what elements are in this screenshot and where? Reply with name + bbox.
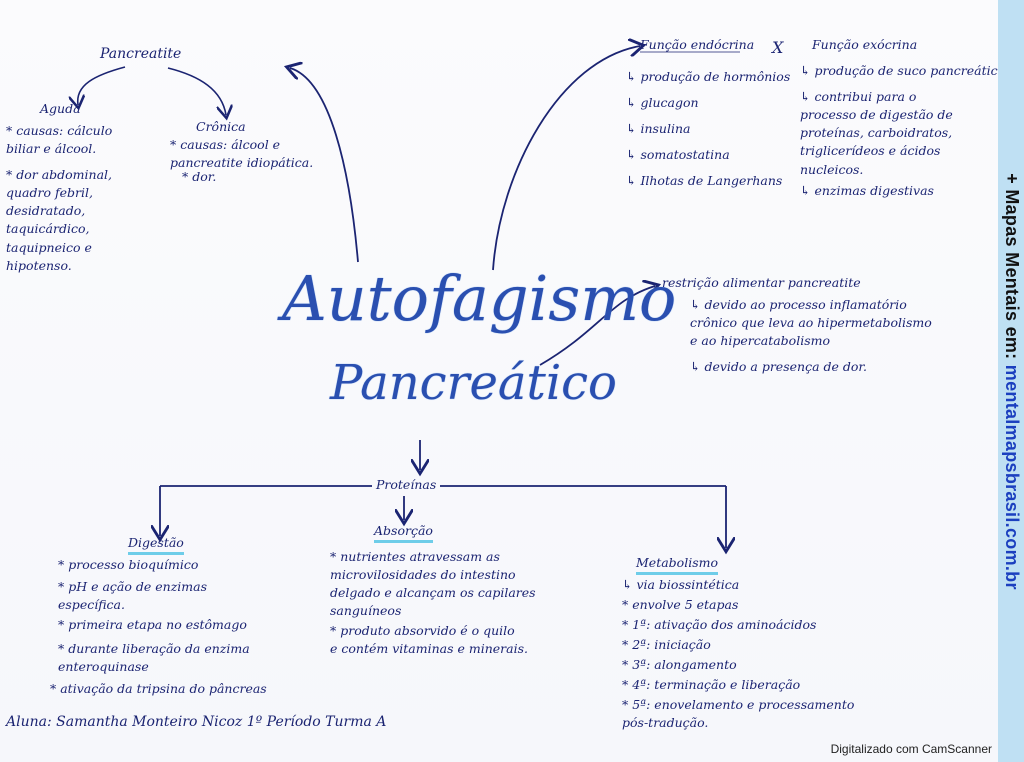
exocrina-item-2: ↳ enzimas digestivas bbox=[800, 183, 934, 198]
pancreatite-heading: Pancreatite bbox=[100, 46, 182, 62]
connector-restricao bbox=[539, 286, 655, 366]
promo-sidebar bbox=[998, 0, 1024, 762]
aguda-item-1: * dor abdominal, quadro febril, desidrat… bbox=[6, 167, 113, 273]
restricao-item-1: ↳ devido a presença de dor. bbox=[690, 359, 867, 374]
absorcao-item-0: * nutrientes atravessam as microvilosida… bbox=[330, 549, 536, 619]
restricao-item-0: ↳ devido ao processo inflamatório crônic… bbox=[690, 297, 932, 349]
digestao-item-1: * pH e ação de enzimas específica. bbox=[58, 579, 207, 613]
endocrina-item-3: ↳ somatostatina bbox=[626, 147, 730, 162]
absorcao-heading: Absorção bbox=[374, 522, 433, 544]
metabolismo-item-0: ↳ via biossintética bbox=[622, 577, 740, 592]
connector-pancreatite bbox=[290, 68, 359, 263]
cronica-item-1: * dor. bbox=[182, 169, 217, 184]
connector-funcao bbox=[492, 46, 640, 271]
metabolismo-item-3: * 2ª: iniciação bbox=[622, 637, 711, 652]
absorcao-item-1: * produto absorvido é o quilo e contém v… bbox=[330, 623, 528, 657]
exocrina-heading: Função exócrina bbox=[812, 37, 918, 52]
exocrina-item-1: ↳ contribui para o processo de digestão … bbox=[800, 89, 953, 177]
metabolismo-item-5: * 4ª: terminação e liberação bbox=[622, 677, 801, 692]
metabolismo-item-6: * 5ª: enovelamento e processamento pós-t… bbox=[622, 697, 855, 731]
connector-lines bbox=[0, 0, 740, 762]
scanner-watermark: Digitalizado com CamScanner bbox=[830, 742, 992, 756]
metabolismo-item-4: * 3ª: alongamento bbox=[622, 657, 737, 672]
digestao-item-0: * processo bioquímico bbox=[58, 557, 199, 572]
metabolismo-item-1: * envolve 5 etapas bbox=[622, 597, 739, 612]
metabolismo-item-2: * 1ª: ativação dos aminoácidos bbox=[622, 617, 817, 632]
aguda-label: Aguda bbox=[40, 101, 81, 116]
digestao-item-3: * durante liberação da enzima enteroquin… bbox=[58, 641, 250, 675]
scanned-paper bbox=[0, 0, 998, 762]
cronica-label: Crônica bbox=[196, 119, 246, 134]
restricao-heading: restrição alimentar pancreatite bbox=[662, 275, 861, 290]
title-line1: Autofagismo bbox=[282, 262, 677, 335]
endocrina-item-2: ↳ insulina bbox=[626, 121, 691, 136]
endocrina-item-1: ↳ glucagon bbox=[626, 95, 699, 110]
exocrina-item-0: ↳ produção de suco pancreático bbox=[800, 63, 1006, 78]
endocrina-heading: Função endócrina bbox=[640, 37, 755, 52]
metabolismo-heading: Metabolismo bbox=[636, 554, 718, 576]
aguda-item-0: * causas: cálculo biliar e álcool. bbox=[6, 123, 113, 157]
promo-site-link[interactable]: mentalmapsbrasil.com.br bbox=[1001, 364, 1022, 590]
promo-sidebar-text: + Mapas Mentais em: mentalmapsbrasil.com… bbox=[998, 0, 1024, 762]
digestao-heading: Digestão bbox=[128, 534, 184, 556]
student-signature: Aluna: Samantha Monteiro Nicoz 1º Períod… bbox=[6, 714, 387, 730]
digestao-item-4: * ativação da tripsina do pâncreas bbox=[50, 681, 267, 696]
cronica-item-0: * causas: álcool e pancreatite idiopátic… bbox=[170, 137, 314, 171]
funcao-separator: X bbox=[772, 38, 784, 57]
endocrina-item-0: ↳ produção de hormônios bbox=[626, 69, 791, 84]
digestao-item-2: * primeira etapa no estômago bbox=[58, 617, 247, 632]
promo-prefix: + Mapas Mentais em: bbox=[1001, 172, 1022, 365]
proteinas-label: Proteínas bbox=[376, 477, 437, 492]
title-line2: Pancreático bbox=[330, 355, 617, 411]
endocrina-item-4: ↳ Ilhotas de Langerhans bbox=[626, 173, 783, 188]
connector-aguda bbox=[78, 66, 126, 105]
connector-cronica bbox=[167, 67, 226, 115]
